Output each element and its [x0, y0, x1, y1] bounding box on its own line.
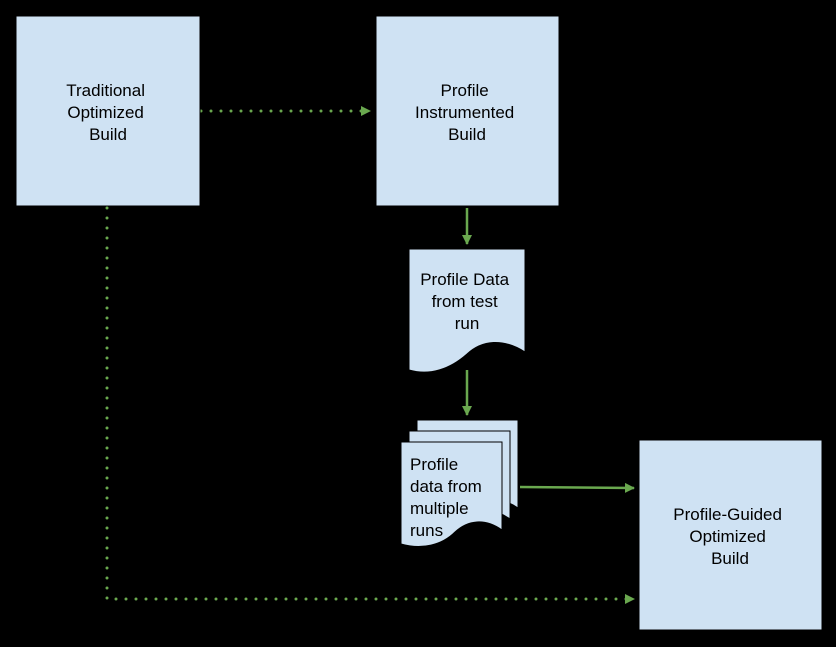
edge-traditional-to-pgo	[105, 206, 636, 604]
pgo-build-line-2: Optimized	[689, 527, 766, 546]
pgo-build-line-1: Profile-Guided	[673, 505, 782, 524]
edges	[105, 106, 636, 604]
instrumented-build-line-1: Profile	[441, 81, 489, 100]
pgo-build-label: Profile-Guided Optimized Build	[673, 505, 786, 568]
traditional-build-box	[15, 15, 201, 207]
multi-run-data-front-page	[400, 441, 503, 547]
test-run-data-line-3: run	[455, 314, 480, 333]
instrumented-build-line-3: Build	[448, 125, 486, 144]
node-pgo-build: Profile-Guided Optimized Build	[638, 439, 823, 631]
node-instrumented-build: Profile Instrumented Build	[375, 15, 560, 207]
instrumented-build-label: Profile Instrumented Build	[415, 81, 519, 144]
instrumented-build-line-2: Instrumented	[415, 103, 514, 122]
traditional-build-line-2: Optimized	[67, 103, 144, 122]
pgo-build-line-3: Build	[711, 549, 749, 568]
node-test-run-data: Profile Data from test run	[408, 248, 526, 373]
pgo-build-box	[638, 439, 823, 631]
multi-run-data-line-4: runs	[410, 521, 443, 540]
multi-run-data-label: Profile data from multiple runs	[410, 455, 487, 540]
traditional-build-line-3: Build	[89, 125, 127, 144]
edge-multi-data-to-pgo	[519, 482, 635, 493]
test-run-data-document-shape	[408, 248, 526, 373]
node-multi-run-data: Profile data from multiple runs	[400, 419, 519, 547]
multi-run-data-line-1: Profile	[410, 455, 458, 474]
test-run-data-line-1: Profile Data	[420, 270, 509, 289]
test-run-data-line-2: from test	[432, 292, 498, 311]
traditional-build-label: Traditional Optimized Build	[66, 81, 149, 144]
traditional-build-line-1: Traditional	[66, 81, 145, 100]
multi-run-data-line-2: data from	[410, 477, 482, 496]
instrumented-build-box	[375, 15, 560, 207]
test-run-data-label: Profile Data from test run	[420, 270, 514, 333]
node-traditional-build: Traditional Optimized Build	[15, 15, 201, 207]
multi-run-data-line-3: multiple	[410, 499, 469, 518]
